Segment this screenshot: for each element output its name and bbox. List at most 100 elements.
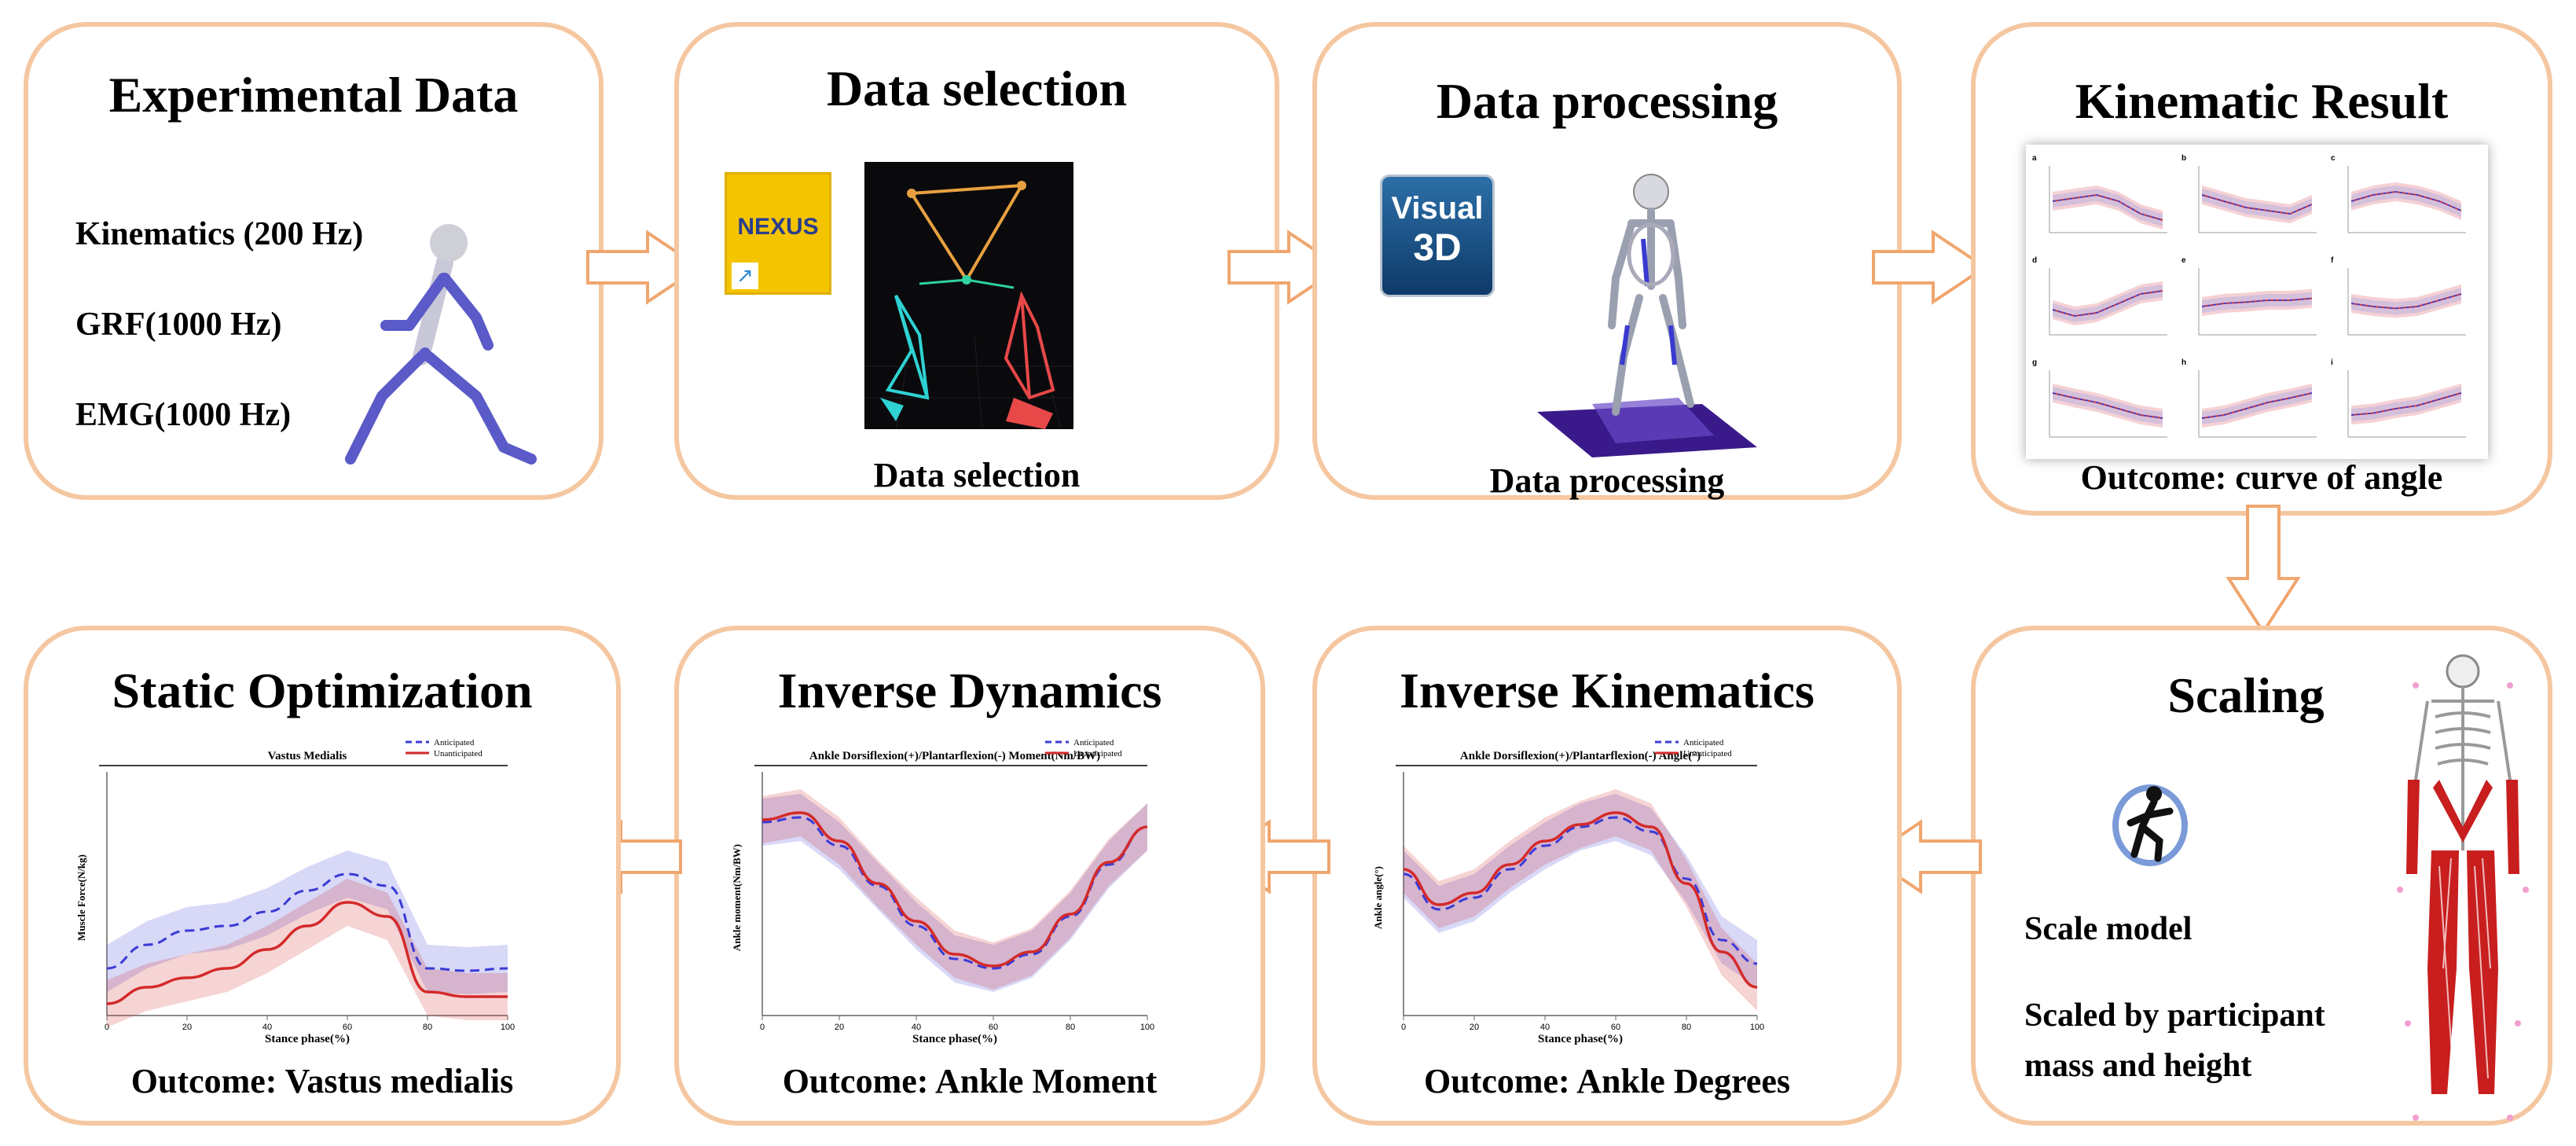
stage-title: Scaling (2167, 667, 2325, 723)
y-axis-label: Muscle Force(N/kg) (75, 854, 87, 941)
stage-title: Experimental Data (108, 67, 519, 123)
panel-letter: c (2331, 154, 2336, 163)
panel-band (2351, 288, 2461, 315)
series-band (107, 850, 508, 994)
panel-letter: e (2182, 256, 2186, 265)
legend-label: Anticipated (1683, 738, 1724, 747)
series-band (107, 879, 508, 1027)
ankle-angle-chart: Ankle Dorsiflexion(+)/Plantarflexion(-) … (1372, 738, 1764, 1045)
stage-scaling: Scaling Scale model Scaled by participan… (1971, 626, 2552, 1126)
musculoskeletal-model-illustration (2397, 654, 2529, 1121)
kinematic-curves-grid: a b c d e f g h i (2026, 145, 2488, 459)
stage-title: Data selection (826, 61, 1128, 116)
stage-data-processing: Data processing Visual 3D Data processin… (1312, 22, 1902, 500)
legend-label: Unanticipated (1683, 749, 1732, 758)
visual3d-logo: Visual 3D (1380, 174, 1495, 297)
x-tick-label: 40 (1540, 1023, 1550, 1032)
x-axis-label: Stance phase(%) (1538, 1033, 1623, 1045)
stage-caption: Data processing (1489, 461, 1725, 500)
stage-title: Kinematic Result (2075, 73, 2449, 129)
x-tick-label: 100 (501, 1023, 515, 1032)
x-tick-label: 0 (105, 1023, 109, 1032)
panel-line (2052, 392, 2163, 419)
visual3d-logo-line2: 3D (1413, 227, 1462, 269)
panel-band (2351, 182, 2461, 220)
panel-line (2350, 293, 2462, 310)
chart-title: Vastus Medialis (268, 750, 347, 762)
x-tick-label: 40 (262, 1023, 272, 1032)
scale-tool-icon (2112, 784, 2188, 866)
panel-letter: a (2032, 154, 2037, 163)
panel-line (2201, 194, 2313, 215)
stage-title: Data processing (1436, 73, 1778, 129)
item-emg: EMG(1000 Hz) (75, 397, 292, 433)
panel-band (2202, 288, 2312, 316)
panel-band (2053, 285, 2163, 322)
y-axis-label: Ankle angle(°) (1372, 866, 1384, 929)
scaled-by-line2: mass and height (2024, 1048, 2252, 1084)
x-tick-label: 0 (1401, 1023, 1406, 1032)
scaled-by-line1: Scaled by participant (2024, 997, 2325, 1034)
flow-arrow-right-3 (1872, 230, 1988, 305)
stage-caption: Outcome: Ankle Degrees (1424, 1062, 1790, 1100)
item-grf: GRF(1000 Hz) (75, 307, 282, 343)
legend-label: Anticipated (1073, 738, 1114, 747)
legend-label: Anticipated (434, 738, 475, 747)
item-kinematics: Kinematics (200 Hz) (75, 216, 364, 252)
legend-label: Unanticipated (1073, 749, 1122, 758)
series-line (106, 901, 508, 1005)
panel-line (2052, 290, 2163, 317)
chart-title: Ankle Dorsiflexion(+)/Plantarflexion(-) … (809, 750, 1100, 762)
x-tick-label: 40 (912, 1023, 921, 1032)
stage-caption: Outcome: Ankle Moment (782, 1062, 1158, 1100)
series-band (762, 789, 1147, 990)
stage-experimental-data: Experimental Data Kinematics (200 Hz) GR… (24, 22, 604, 500)
visual3d-logo-line1: Visual (1391, 191, 1484, 226)
x-tick-label: 100 (1140, 1023, 1154, 1032)
series-line (106, 872, 508, 972)
panel-line (2052, 194, 2163, 221)
stage-inverse-kinematics: Inverse Kinematics Ankle Dorsiflexion(+)… (1312, 626, 1902, 1126)
x-tick-label: 60 (1611, 1023, 1620, 1032)
nexus-logo: NEXUS ↗ (725, 172, 831, 295)
nexus-arrow-icon: ↗ (732, 263, 758, 289)
x-tick-label: 60 (343, 1023, 352, 1032)
legend-label: Unanticipated (434, 749, 483, 758)
panel-line (2201, 297, 2313, 307)
skeleton-model-illustration (1537, 174, 1757, 457)
panel-line (2350, 191, 2462, 211)
x-tick-label: 60 (989, 1023, 998, 1032)
flow-arrow-right-1 (586, 230, 703, 305)
x-tick-label: 20 (182, 1023, 192, 1032)
stage-title: Static Optimization (112, 663, 533, 718)
panel-band (2351, 384, 2461, 424)
scale-model-label: Scale model (2024, 911, 2193, 947)
y-axis-label: Ankle moment(Nm/BW) (731, 844, 743, 951)
x-tick-label: 80 (423, 1023, 432, 1032)
x-tick-label: 80 (1066, 1023, 1075, 1032)
x-axis-label: Stance phase(%) (912, 1033, 997, 1045)
series-band (1404, 794, 1757, 987)
panel-letter: g (2032, 358, 2037, 367)
chart-title: Ankle Dorsiflexion(+)/Plantarflexion(-) … (1460, 750, 1701, 762)
x-axis-label: Stance phase(%) (265, 1033, 350, 1045)
flow-arrow-down (2226, 505, 2301, 635)
stage-static-optimization: Static Optimization Vastus Medialis Antic… (24, 626, 621, 1126)
stage-title: Inverse Dynamics (777, 663, 1162, 718)
series-line (1403, 816, 1758, 965)
marker-visualization-image (864, 162, 1073, 429)
panel-band (2202, 292, 2312, 313)
panel-letter: i (2331, 358, 2333, 367)
panel-letter: d (2032, 256, 2037, 265)
series-band (762, 794, 1147, 992)
x-tick-label: 20 (835, 1023, 844, 1032)
panel-letter: f (2331, 256, 2334, 265)
panel-band (2351, 285, 2461, 318)
stage-inverse-dynamics: Inverse Dynamics Ankle Dorsiflexion(+)/P… (674, 626, 1265, 1126)
stage-data-selection: Data selection NEXUS ↗ Data selection (674, 22, 1279, 500)
panel-letter: b (2182, 154, 2186, 163)
panel-line (2350, 392, 2462, 416)
ankle-moment-chart: Ankle Dorsiflexion(+)/Plantarflexion(-) … (731, 738, 1154, 1045)
stage-caption: Data selection (873, 456, 1081, 494)
panel-letter: h (2182, 358, 2186, 367)
